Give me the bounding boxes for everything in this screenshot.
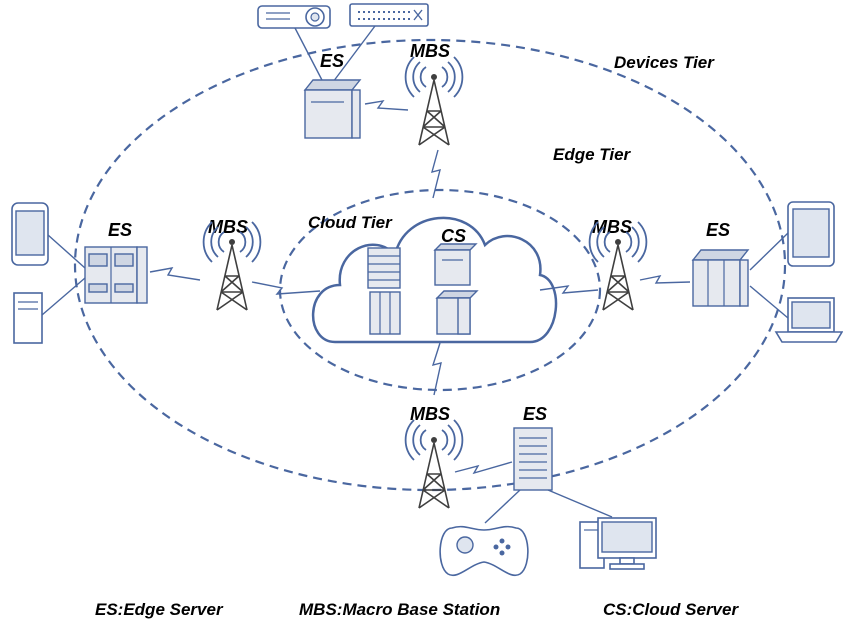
cloud-rack-server-icon (367, 247, 401, 289)
es-bottom-label: ES (523, 404, 547, 424)
link-switch-es-top (332, 25, 376, 83)
link-mbs-bottom-es-bottom (454, 461, 513, 475)
link-es-left-mbs-left (149, 267, 201, 281)
mbs-right-label: MBS (592, 217, 632, 237)
mbs-bottom-icon (404, 419, 464, 509)
mbs-left-label: MBS (208, 217, 248, 237)
devices-tier-label: Devices Tier (614, 53, 715, 72)
link-es-right-tablet (749, 232, 789, 271)
legend-mbs: MBS:Macro Base Station (299, 600, 500, 619)
link-desktop-es-left (41, 277, 86, 316)
link-phone-es-left (47, 234, 86, 269)
edge-server-right-icon (691, 249, 750, 307)
link-mbs-right-es-right (639, 275, 691, 284)
link-cloud-mbs-bottom (431, 342, 442, 396)
link-projector-es-top (294, 27, 324, 83)
mbs-top-label: MBS (410, 41, 450, 61)
link-es-top-mbs-top (364, 100, 409, 111)
cs-label: CS (441, 226, 466, 246)
cloud-tier-label: Cloud Tier (308, 213, 393, 232)
link-es-right-laptop (749, 285, 789, 319)
desktop-computer-icon (579, 517, 657, 570)
edge-server-top-icon (303, 79, 362, 139)
link-mbs-left-cloud (251, 281, 321, 295)
edge-tier-label: Edge Tier (553, 145, 632, 164)
es-left-label: ES (108, 220, 132, 240)
link-mbs-top-cloud (431, 149, 441, 199)
es-top-label: ES (320, 51, 344, 71)
desktop-tower-icon (13, 292, 43, 344)
mbs-top-icon (404, 56, 464, 146)
laptop-icon (774, 297, 843, 343)
link-cloud-mbs-right (539, 285, 599, 294)
legend-cs: CS:Cloud Server (603, 600, 739, 619)
es-right-label: ES (706, 220, 730, 240)
mbs-bottom-label: MBS (410, 404, 450, 424)
gamepad-icon (439, 525, 529, 577)
devices-tier-ring (73, 38, 787, 492)
projector-icon (257, 5, 331, 29)
legend-es: ES:Edge Server (95, 600, 224, 619)
cloud-tower-server-icon (369, 291, 401, 335)
edge-server-left-icon (84, 246, 148, 304)
smartphone-icon (11, 202, 49, 266)
tablet-icon (787, 201, 835, 267)
cloud-pc-server-icon (435, 290, 479, 335)
edge-rack-server-bottom-icon (513, 427, 553, 491)
network-switch-icon (349, 3, 429, 27)
link-es-bottom-desktop (547, 489, 613, 518)
link-es-bottom-gamepad (484, 489, 521, 524)
cloud-box-server-icon (433, 243, 478, 286)
